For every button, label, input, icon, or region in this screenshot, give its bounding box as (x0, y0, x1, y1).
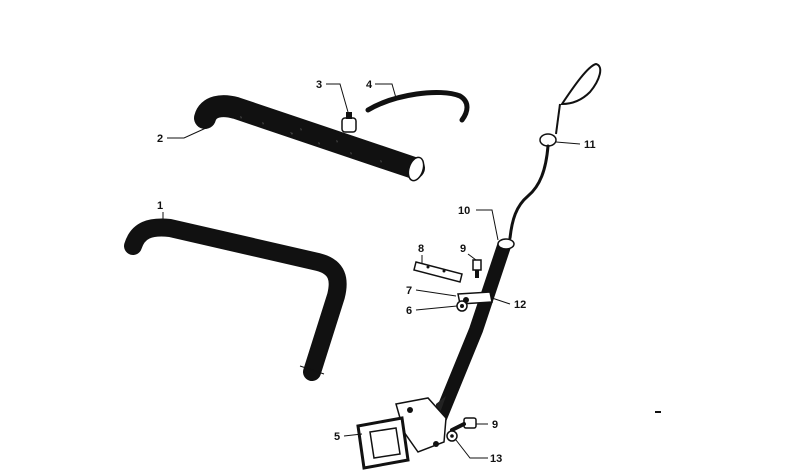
label-7: 7 (406, 285, 457, 297)
label-6: 6 (406, 305, 458, 317)
svg-text:13: 13 (490, 453, 502, 465)
part-10-guide-tube (433, 238, 515, 430)
label-12: 12 (491, 297, 526, 311)
svg-text:3: 3 (316, 79, 322, 91)
label-8: 8 (418, 243, 424, 264)
part-3-fitting (341, 112, 357, 133)
svg-text:9: 9 (460, 243, 466, 255)
part-8-strap (413, 261, 463, 283)
svg-text:6: 6 (406, 305, 412, 317)
svg-text:1: 1 (157, 200, 163, 212)
label-10: 10 (458, 205, 499, 241)
label-13: 13 (455, 439, 502, 465)
part-11-dipstick (508, 62, 602, 240)
part-1-bent-hose (124, 218, 347, 381)
label-9-upper: 9 (460, 243, 477, 261)
label-5: 5 (334, 431, 363, 443)
label-4: 4 (366, 79, 397, 99)
svg-text:4: 4 (366, 79, 373, 91)
part-9-bolt-lower (450, 417, 477, 432)
label-1: 1 (157, 200, 164, 228)
part-13-washer (446, 430, 458, 442)
svg-text:10: 10 (458, 205, 470, 217)
part-2-bent-pipe (194, 95, 425, 182)
svg-text:8: 8 (418, 243, 424, 255)
part-9-bolt-upper (472, 259, 482, 278)
part-12-bracket (457, 291, 493, 305)
svg-text:5: 5 (334, 431, 340, 443)
stray-mark (655, 411, 661, 413)
svg-text:9: 9 (492, 419, 498, 431)
svg-text:7: 7 (406, 285, 412, 297)
label-11: 11 (555, 139, 596, 151)
svg-text:2: 2 (157, 133, 163, 145)
svg-text:11: 11 (584, 139, 596, 151)
part-6-nut (456, 300, 468, 312)
svg-text:12: 12 (514, 299, 526, 311)
part-5-gasket (356, 416, 410, 470)
label-2: 2 (157, 127, 207, 145)
part-4-breather-tube (365, 89, 470, 123)
label-9-lower: 9 (476, 419, 498, 431)
label-3: 3 (316, 79, 349, 113)
